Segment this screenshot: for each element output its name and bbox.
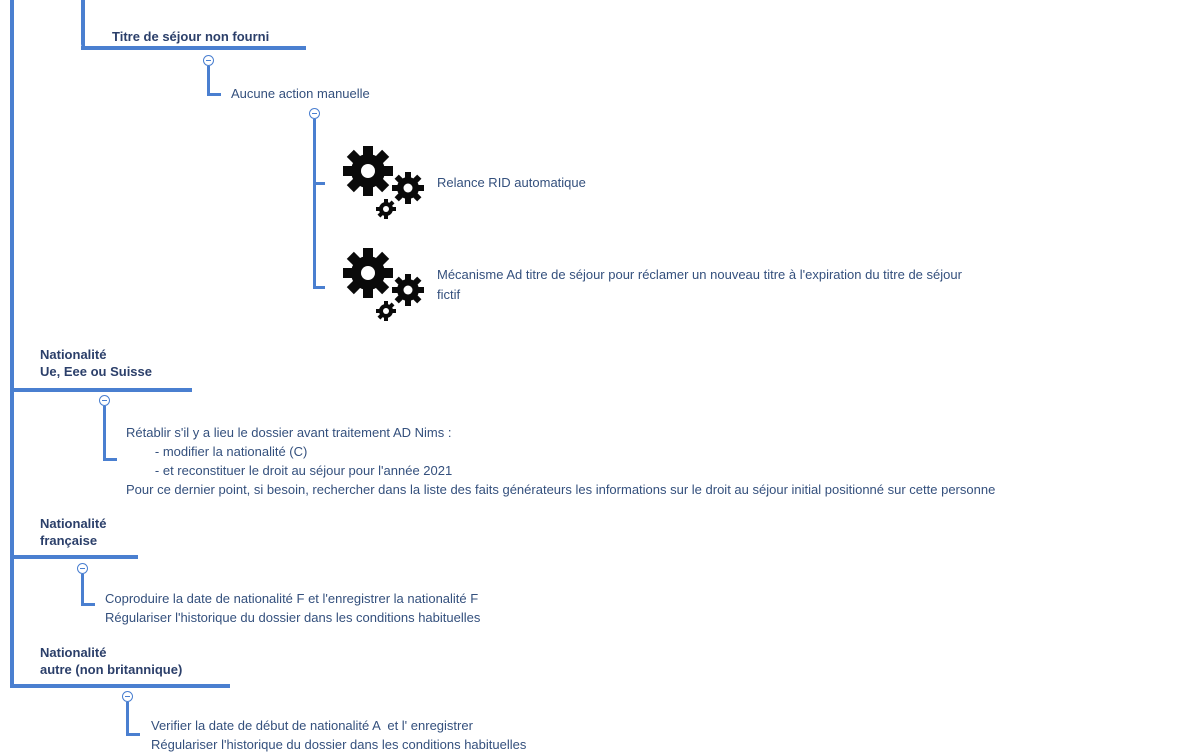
connector — [103, 406, 106, 461]
connector — [126, 702, 129, 736]
connector — [10, 388, 192, 392]
collapse-toggle-icon[interactable] — [309, 108, 320, 119]
connector — [207, 66, 210, 96]
collapse-toggle-icon[interactable] — [122, 691, 133, 702]
node-fr-text-line2[interactable]: Régulariser l'historique du dossier dans… — [105, 610, 481, 625]
connector — [313, 182, 325, 185]
connector — [81, 46, 306, 50]
node-autre-text-line2[interactable]: Régulariser l'historique du dossier dans… — [151, 737, 527, 752]
collapse-toggle-icon[interactable] — [203, 55, 214, 66]
connector — [81, 574, 84, 606]
collapse-toggle-icon[interactable] — [99, 395, 110, 406]
node-ue-line2[interactable]: Ue, Eee ou Suisse — [40, 364, 152, 379]
node-ue-text-line2[interactable]: - modifier la nationalité (C) — [126, 444, 308, 459]
node-autre-text-line1[interactable]: Verifier la date de début de nationalité… — [151, 718, 473, 733]
node-aucune-action[interactable]: Aucune action manuelle — [231, 86, 370, 101]
node-ue-text-line4[interactable]: Pour ce dernier point, si besoin, recher… — [126, 482, 996, 497]
node-ue-text-line1[interactable]: Rétablir s'il y a lieu le dossier avant … — [126, 425, 452, 440]
connector — [207, 93, 221, 96]
collapse-toggle-icon[interactable] — [77, 563, 88, 574]
node-mecanisme-line2[interactable]: fictif — [437, 287, 461, 302]
node-ue-line1[interactable]: Nationalité — [40, 347, 107, 362]
connector — [313, 286, 325, 289]
node-ue-text-line3[interactable]: - et reconstituer le droit au séjour pou… — [126, 463, 453, 478]
node-fr-text-line1[interactable]: Coproduire la date de nationalité F et l… — [105, 591, 479, 606]
connector — [81, 0, 85, 48]
node-relance[interactable]: Relance RID automatique — [437, 175, 586, 190]
main-spine-bottom — [10, 684, 230, 688]
gears-icon — [343, 248, 424, 321]
node-fr-line2[interactable]: française — [40, 533, 98, 548]
node-titre-sejour[interactable]: Titre de séjour non fourni — [112, 29, 270, 44]
node-mecanisme-line1[interactable]: Mécanisme Ad titre de séjour pour réclam… — [437, 267, 962, 282]
connector — [313, 119, 316, 289]
node-autre-line2[interactable]: autre (non britannique) — [40, 662, 183, 677]
connector — [103, 458, 117, 461]
main-spine — [10, 0, 14, 688]
connector — [81, 603, 95, 606]
node-fr-line1[interactable]: Nationalité — [40, 516, 107, 531]
connector — [10, 555, 138, 559]
node-autre-line1[interactable]: Nationalité — [40, 645, 107, 660]
connector — [126, 733, 140, 736]
gears-icon — [343, 146, 424, 219]
